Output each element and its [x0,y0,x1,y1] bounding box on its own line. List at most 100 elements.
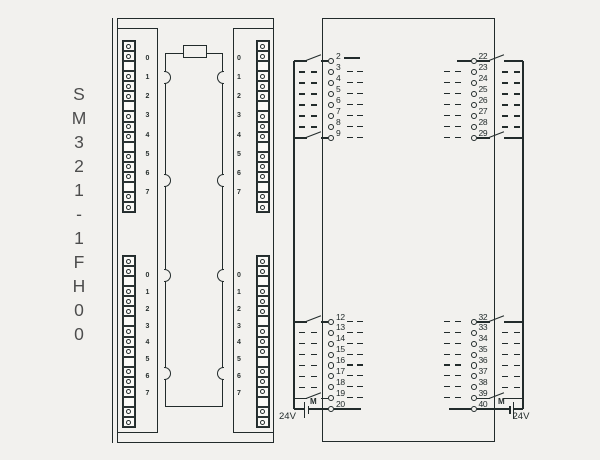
led-cell [123,121,135,132]
terminal-circle [327,329,335,336]
led-indicator-icon [126,73,132,79]
terminal-number: 9 [336,127,341,138]
channel-number: 0 [237,55,241,62]
wire-dash [444,81,450,84]
led-cell [257,376,269,387]
led-cell [257,296,269,307]
terminal-circle [470,395,478,402]
led-indicator-icon [126,124,132,130]
led-cell [257,181,269,192]
voltage-label-right: 24V [512,410,530,422]
channel-number: 2 [145,305,150,313]
switch-contact-icon [305,54,322,62]
terminal-number: 3 [336,61,341,72]
led-indicator-icon [260,258,266,264]
terminal-number: 34 [478,333,488,344]
wire-dash [310,126,317,128]
wire-stub [320,60,328,62]
wire-dash [454,397,461,399]
channel-number: 7 [237,189,241,197]
wire-dash [346,364,353,366]
terminal-circle [327,395,335,402]
terminal-number: 7 [336,105,341,116]
wire-dash [346,92,353,95]
terminal-number: 14 [336,333,345,344]
terminal-number: 28 [478,116,488,127]
wire-stub [320,137,328,139]
wire-dash [346,342,353,344]
wire-dash [502,71,508,73]
led-cell [123,71,135,82]
led-cell [257,171,269,182]
terminal-number: 8 [336,116,341,127]
wire-dash [356,375,363,377]
led-indicator-icon [260,308,266,314]
led-indicator-icon [126,339,132,345]
wire-dash [310,343,317,345]
wire-dash [356,81,363,84]
led-indicator-icon [126,174,132,180]
led-cell [123,61,135,72]
wire-dash [310,71,317,73]
led-cell [123,316,135,327]
wire-dash [502,375,508,377]
wire-dash [346,103,353,106]
led-cell [123,141,135,152]
channel-number: 7 [145,389,150,397]
led-cell [257,51,269,62]
channel-number: 6 [145,169,150,177]
led-cell [257,91,269,102]
wire-dash [502,82,508,84]
led-cell [123,406,135,417]
column-notch [164,366,172,380]
channel-number: 5 [145,356,150,364]
terminal-number: 15 [336,344,345,355]
terminal-panel-right [233,28,274,433]
led-indicator-icon [126,134,132,140]
led-cell [123,326,135,337]
channel-number: 6 [145,373,150,381]
channel-number: 7 [237,389,241,397]
wire-stub [477,397,490,399]
led-cell [257,202,269,213]
led-indicator-icon [260,288,266,294]
led-cell [123,306,135,317]
supply-bus-left [293,61,295,409]
terminal-number: 5 [336,83,341,94]
led-indicator-icon [260,298,266,304]
terminal-number: 33 [478,322,488,333]
wire-dash [444,386,450,388]
wire-to-supply [477,408,510,410]
led-cell [123,356,135,367]
led-strip [122,40,136,213]
led-indicator-icon [260,379,266,385]
led-cell [257,111,269,122]
led-cell [257,61,269,72]
wire-dash [454,353,461,355]
led-cell [257,81,269,92]
wire-dash [444,353,450,355]
led-cell [257,417,269,428]
channel-number: 7 [145,189,150,197]
wire-stub [477,60,490,62]
led-indicator-icon [126,328,132,334]
channel-number: 1 [145,288,150,296]
led-indicator-icon [260,409,266,415]
led-cell [123,202,135,213]
wire-dash [513,93,520,95]
internal-wire [334,408,361,410]
led-indicator-icon [126,288,132,294]
battery-long-plate-left [303,401,306,418]
wire-dash [444,114,450,117]
terminal-circle [470,123,478,131]
wire-dash [346,331,353,333]
wire-dash [298,386,305,388]
led-cell [257,151,269,162]
wire-dash [356,364,363,366]
led-indicator-icon [126,349,132,355]
terminal-circle [327,318,335,326]
terminal-circle [327,101,335,109]
led-cell [123,276,135,287]
terminal-circle [470,340,478,347]
led-indicator-icon [126,308,132,314]
